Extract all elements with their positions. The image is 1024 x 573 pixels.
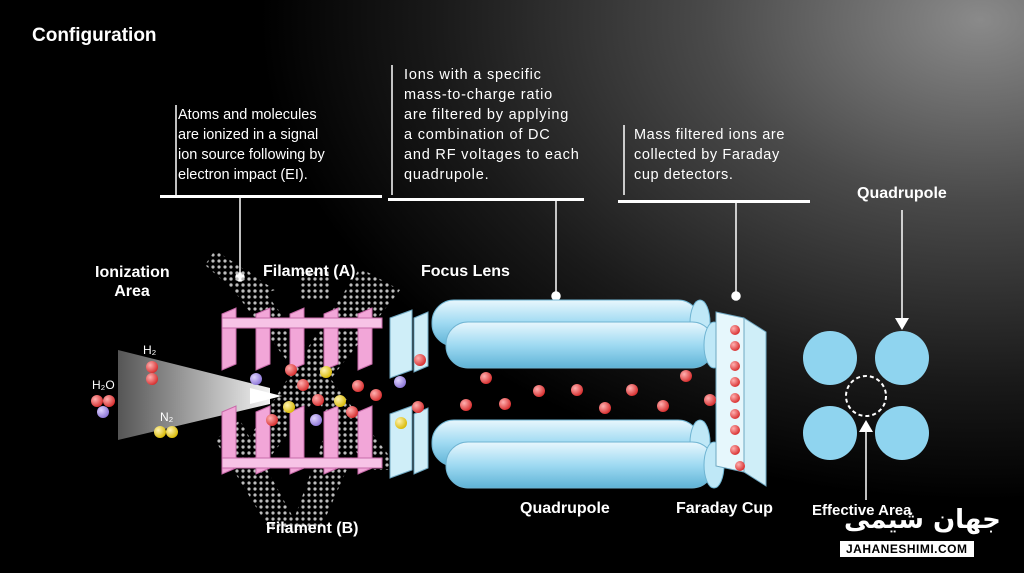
ionization-desc-line: are ionized in a signal <box>178 127 319 143</box>
logo-persian-text: جهان شیمی <box>844 505 1001 535</box>
quadrupole-desc-line: quadrupole. <box>404 167 490 183</box>
n2-label: N₂ <box>160 410 174 424</box>
filament-a-label: Filament (A) <box>263 263 356 280</box>
faraday-cup <box>715 311 767 487</box>
faraday-cup-label: Faraday Cup <box>676 500 773 517</box>
page-title: Configuration <box>32 25 157 46</box>
ion-particles <box>91 325 745 471</box>
ionization-area-line: Area <box>114 283 150 300</box>
effective-area-label: Effective Area <box>812 502 912 519</box>
faraday-desc-line: collected by Faraday <box>634 147 780 163</box>
h2o-label: H₂O <box>92 378 115 392</box>
h2-label: H₂ <box>143 343 157 357</box>
quadrupole-desc-line: a combination of DC <box>404 127 551 143</box>
ionization-callout-rule <box>160 195 382 198</box>
ionization-area-line: Ionization <box>95 264 170 281</box>
faraday-desc-line: cup detectors. <box>634 167 734 183</box>
focus-lens-plates <box>389 309 429 479</box>
quadrupole-desc-line: Ions with a specific <box>404 67 542 83</box>
ion-beam-cone <box>118 350 270 440</box>
quadrupole-cross-section-label: Quadrupole <box>857 185 947 202</box>
focus-lens-label: Focus Lens <box>421 263 510 280</box>
quadrupole-description: Ions with a specific mass-to-charge rati… <box>404 65 580 185</box>
quadrupole-rods <box>431 299 725 489</box>
callout-lines <box>175 65 741 301</box>
ionization-desc-line: electron impact (EI). <box>178 167 308 183</box>
ion-beam-arrow <box>250 388 282 404</box>
faraday-description: Mass filtered ions are collected by Fara… <box>634 125 785 185</box>
logo-latin-text: JAHANESHIMI.COM <box>840 541 974 557</box>
ionization-desc-line: Atoms and molecules <box>178 107 317 123</box>
ionization-desc-line: ion source following by <box>178 147 325 163</box>
quadrupole-cross-section <box>803 210 929 500</box>
filament-a-plates <box>221 307 383 371</box>
filament-b-plates <box>221 405 383 475</box>
quadrupole-desc-line: and RF voltages to each <box>404 147 580 163</box>
quadrupole-desc-line: are filtered by applying <box>404 107 570 123</box>
ionization-description: Atoms and molecules are ionized in a sig… <box>178 105 325 185</box>
quadrupole-callout-rule <box>388 198 584 201</box>
quadrupole-label: Quadrupole <box>520 500 610 517</box>
faraday-desc-line: Mass filtered ions are <box>634 127 786 143</box>
filament-b-label: Filament (B) <box>266 520 359 537</box>
quadrupole-desc-line: mass-to-charge ratio <box>404 87 553 103</box>
faraday-callout-rule <box>618 200 810 203</box>
ionization-area-label: Ionization Area <box>95 263 170 301</box>
site-logo: جهان شیمی JAHANESHIMI.COM <box>840 505 1010 565</box>
